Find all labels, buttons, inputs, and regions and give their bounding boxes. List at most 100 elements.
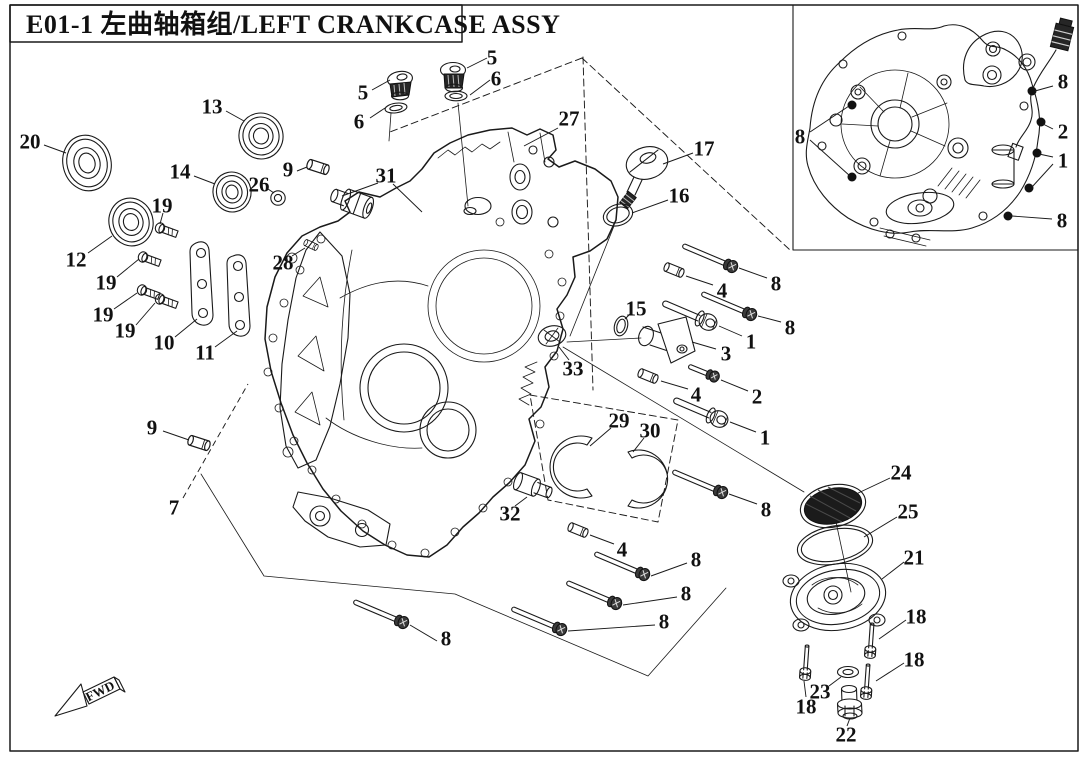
case-bottom-boss — [292, 491, 391, 548]
connector-body — [1049, 22, 1075, 52]
callout-label-18: 18 — [796, 695, 817, 719]
callout-label-1: 1 — [1058, 149, 1069, 173]
page-border — [9, 4, 1079, 752]
leader-line-1 — [1031, 163, 1054, 188]
leader-line-32 — [514, 496, 528, 507]
case-teeth — [518, 361, 538, 406]
callout-label-8: 8 — [785, 316, 796, 340]
leader-line-28 — [291, 247, 306, 257]
leader-line-13 — [225, 110, 245, 122]
leader-line-8 — [809, 139, 851, 177]
bolt-2 — [686, 360, 722, 385]
leader-line-1 — [729, 421, 757, 433]
bolt-8 — [350, 595, 412, 631]
callout-label-12: 12 — [66, 248, 87, 272]
case-left-bracket — [279, 231, 351, 469]
leader-line-24 — [853, 477, 891, 496]
leader-line-14 — [193, 175, 216, 185]
leader-line-22 — [846, 717, 851, 727]
axis-line — [566, 337, 642, 343]
case-bolt-holes — [263, 217, 567, 558]
callout-label-8: 8 — [681, 582, 692, 606]
bolt-8 — [669, 465, 731, 501]
bearing-shell-group-box — [529, 394, 679, 523]
bushing-31 — [330, 188, 375, 219]
callout-label-19: 19 — [93, 303, 114, 327]
callout-label-19: 19 — [115, 319, 136, 343]
leader-line-19 — [159, 212, 164, 225]
callout-label-20: 20 — [20, 130, 41, 154]
bolt-8 — [679, 239, 741, 275]
callout-label-7: 7 — [169, 496, 180, 520]
leader-line-31 — [392, 183, 423, 213]
callout-label-6: 6 — [354, 110, 365, 134]
callout-label-8: 8 — [761, 498, 772, 522]
part-3 — [638, 316, 696, 364]
callout-label-5: 5 — [487, 46, 498, 70]
leader-line-26 — [267, 188, 275, 194]
leader-line-16 — [631, 199, 669, 214]
callout-label-24: 24 — [891, 461, 913, 485]
bearing-shell-29 — [549, 435, 593, 499]
dowel-9b — [186, 434, 212, 452]
bearing-14 — [212, 171, 252, 213]
leader-line-8 — [728, 493, 758, 505]
callout-label-22: 22 — [836, 723, 857, 747]
title-block: E01-1 左曲轴箱组/LEFT CRANKCASE ASSY — [9, 4, 560, 43]
axis-line — [457, 102, 469, 207]
leader-line-3 — [691, 341, 717, 350]
screw-19d — [153, 291, 180, 311]
callout-label-18: 18 — [906, 605, 927, 629]
callout-label-2: 2 — [1058, 120, 1069, 144]
gasket-6-right — [444, 90, 468, 102]
leader-line-21 — [881, 561, 905, 580]
dowel-4b — [636, 367, 660, 385]
callout-label-31: 31 — [376, 164, 397, 188]
leader-line-23 — [828, 676, 842, 687]
washer-26 — [270, 190, 286, 206]
boss-33 — [537, 325, 567, 347]
leader-line-19 — [113, 292, 138, 310]
callout-label-14: 14 — [170, 160, 192, 184]
screw-19b — [136, 249, 163, 269]
leader-line-29 — [589, 427, 612, 447]
callout-label-5: 5 — [358, 81, 369, 105]
plug-5-left — [387, 70, 413, 101]
oil-strainer-24 — [799, 483, 867, 529]
connector-cap — [1058, 17, 1073, 28]
leader-line-33 — [558, 346, 570, 361]
fwd-arrow: FWD — [54, 676, 126, 717]
leader-line-8 — [738, 267, 768, 279]
callout-label-27: 27 — [559, 107, 580, 131]
inset-border — [792, 4, 1079, 251]
leader-line-11 — [214, 330, 238, 348]
section-line — [581, 57, 791, 251]
bearing-13 — [238, 112, 284, 160]
callout-label-11: 11 — [195, 341, 215, 365]
fwd-label: FWD — [83, 678, 117, 705]
callout-label-19: 19 — [152, 194, 173, 218]
leader-line-8 — [1011, 215, 1053, 220]
leader-line-2 — [720, 379, 749, 392]
screw-19a — [153, 220, 180, 240]
inset-bolt-dots — [847, 86, 1046, 221]
filter-cover-21 — [782, 562, 887, 632]
bearing-12 — [108, 197, 154, 247]
pin-28 — [302, 238, 320, 252]
plug-5-right — [439, 61, 467, 93]
callout-label-23: 23 — [810, 680, 831, 704]
screw-19c — [135, 282, 162, 302]
callout-label-2: 2 — [752, 385, 763, 409]
callout-label-6: 6 — [491, 67, 502, 91]
leader-line-18 — [803, 680, 807, 698]
callout-label-1: 1 — [746, 330, 757, 354]
callout-label-15: 15 — [626, 297, 647, 321]
leader-line-9 — [296, 166, 308, 172]
callout-label-4: 4 — [617, 538, 628, 562]
leader-line-4 — [685, 275, 714, 286]
callout-label-28: 28 — [273, 251, 294, 275]
leader-line-27 — [523, 127, 559, 147]
callout-label-25: 25 — [898, 500, 919, 524]
drain-plug-22 — [836, 684, 863, 720]
